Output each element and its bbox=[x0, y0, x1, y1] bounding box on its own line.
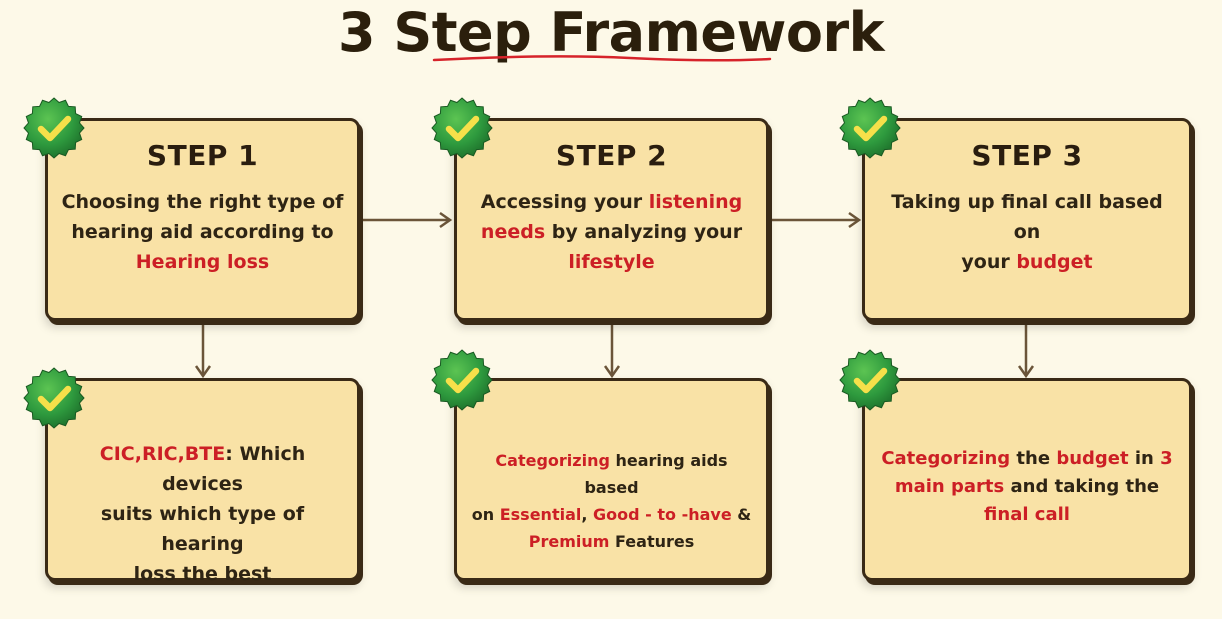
check-badge-icon bbox=[430, 348, 494, 412]
step-2-text: by analyzing your bbox=[545, 221, 743, 243]
step-2-detail-highlight: Good - to -have bbox=[593, 505, 732, 524]
step-2-detail-text-span: Features bbox=[609, 532, 695, 551]
arrow-step1-to-step2 bbox=[360, 211, 453, 229]
step-3-card: STEP 3 Taking up final call based on you… bbox=[862, 118, 1192, 321]
step-2-line-2: needs by analyzing your bbox=[467, 217, 756, 247]
page-title: 3 Step Framework bbox=[337, 1, 885, 64]
step-1-description: Choosing the right type of hearing aid a… bbox=[58, 187, 347, 277]
arrow-step2-down bbox=[603, 324, 621, 379]
step-2-detail-highlight: Premium bbox=[528, 532, 610, 551]
step-2-detail-card: Categorizing hearing aids based on Essen… bbox=[454, 378, 769, 581]
step-2-description: Accessing your listening needs by analyz… bbox=[467, 187, 756, 277]
step-1-heading: STEP 1 bbox=[146, 139, 259, 172]
step-3-detail-highlight: 3 bbox=[1160, 448, 1173, 469]
check-badge-icon bbox=[838, 348, 902, 412]
step-2-line-3: lifestyle bbox=[568, 251, 655, 273]
check-badge-icon bbox=[22, 366, 86, 430]
step-2-detail-highlight: Categorizing bbox=[495, 451, 610, 470]
step-2-detail-line-2: on Essential, Good - to -have & bbox=[467, 501, 756, 528]
step-2-text: Accessing your bbox=[480, 191, 649, 213]
step-2-detail-text-span: , bbox=[581, 505, 594, 524]
step-2-detail-line-1: Categorizing hearing aids based bbox=[467, 447, 756, 501]
step-3-line-2: your budget bbox=[875, 247, 1179, 277]
step-3-detail-text: Categorizing the budget in 3 main parts … bbox=[875, 445, 1179, 529]
step-1-detail-card: CIC,RIC,BTE: Which devices suits which t… bbox=[45, 378, 360, 585]
step-3-detail-text-span: the bbox=[1010, 448, 1057, 469]
step-3-detail-line-2: main parts and taking the bbox=[875, 473, 1179, 501]
step-3-detail-highlight: budget bbox=[1056, 448, 1129, 469]
arrow-step2-to-step3 bbox=[769, 211, 862, 229]
step-2-detail-text-span: on bbox=[471, 505, 500, 524]
step-1-detail-line-3: loss the best bbox=[133, 563, 272, 585]
arrow-step3-down bbox=[1017, 324, 1035, 379]
step-3-detail-text-span: in bbox=[1128, 448, 1161, 469]
step-3-description: Taking up final call based on your budge… bbox=[875, 187, 1179, 277]
step-3-detail-line-3: final call bbox=[984, 504, 1070, 525]
step-1-line-1: Choosing the right type of bbox=[61, 191, 344, 213]
step-2-detail-highlight: Essential bbox=[499, 505, 582, 524]
step-2-detail-line-3: Premium Features bbox=[467, 528, 756, 555]
check-badge-icon bbox=[838, 96, 902, 160]
step-1-detail-text: CIC,RIC,BTE: Which devices suits which t… bbox=[58, 439, 347, 589]
check-badge-icon bbox=[430, 96, 494, 160]
step-3-detail-line-1: Categorizing the budget in 3 bbox=[875, 445, 1179, 473]
step-1-detail-highlight: CIC,RIC,BTE bbox=[99, 443, 226, 465]
step-1-line-2: hearing aid according to bbox=[71, 221, 334, 243]
step-2-highlight: listening bbox=[648, 191, 743, 213]
step-2-heading: STEP 2 bbox=[555, 139, 668, 172]
step-3-detail-card: Categorizing the budget in 3 main parts … bbox=[862, 378, 1192, 581]
step-2-detail-text-span: & bbox=[731, 505, 752, 524]
step-3-text: your bbox=[961, 251, 1017, 273]
step-1-card: STEP 1 Choosing the right type of hearin… bbox=[45, 118, 360, 321]
step-2-detail-text-span: hearing aids based bbox=[584, 451, 728, 497]
step-2-card: STEP 2 Accessing your listening needs by… bbox=[454, 118, 769, 321]
step-1-detail-line-1: CIC,RIC,BTE: Which devices bbox=[58, 439, 347, 499]
step-3-heading: STEP 3 bbox=[971, 139, 1083, 172]
step-1-detail-line-2: suits which type of hearing bbox=[100, 503, 305, 555]
step-3-detail-highlight: Categorizing bbox=[881, 448, 1011, 469]
step-2-detail-text: Categorizing hearing aids based on Essen… bbox=[467, 447, 756, 555]
step-3-line-1: Taking up final call based on bbox=[891, 191, 1163, 243]
step-3-detail-highlight: main parts bbox=[894, 476, 1005, 497]
step-3-highlight: budget bbox=[1016, 251, 1093, 273]
step-3-detail-text-span: and taking the bbox=[1004, 476, 1160, 497]
check-badge-icon bbox=[22, 96, 86, 160]
step-2-highlight: needs bbox=[480, 221, 546, 243]
step-1-line-3: Hearing loss bbox=[135, 251, 270, 273]
step-1-detail-text-span: : Which devices bbox=[162, 443, 306, 495]
title-underline bbox=[432, 55, 772, 62]
step-2-line-1: Accessing your listening bbox=[467, 187, 756, 217]
arrow-step1-down bbox=[194, 324, 212, 379]
